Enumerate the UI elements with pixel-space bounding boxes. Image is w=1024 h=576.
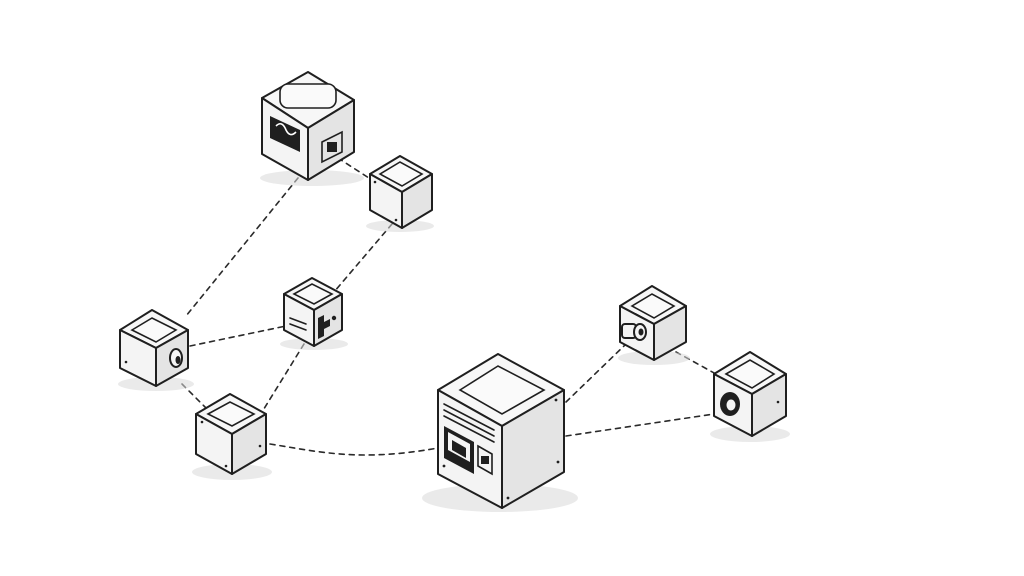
server-panel-icon	[443, 403, 495, 476]
node-top[interactable]	[260, 71, 364, 186]
edge-lowerleft-to-main	[269, 443, 439, 456]
monitor-port-icon	[270, 116, 343, 164]
node-main-server[interactable]	[422, 353, 578, 512]
node-right-lower[interactable]	[710, 351, 790, 442]
node-lower-left[interactable]	[192, 393, 272, 480]
edge-main-to-right-lower	[565, 413, 715, 437]
edge-right-upper-to-right-lower	[675, 351, 717, 375]
node-left[interactable]	[118, 309, 194, 391]
node-middle[interactable]	[280, 277, 348, 350]
edge-middle-to-lowerleft	[261, 343, 305, 413]
edge-main-to-right-upper	[565, 343, 627, 403]
edges	[181, 157, 717, 456]
connector-icon	[169, 348, 183, 368]
edge-left-to-middle	[189, 325, 287, 347]
edge-small-to-middle	[333, 223, 393, 293]
edge-top-to-small	[337, 157, 373, 181]
node-top-right-small[interactable]	[366, 155, 434, 232]
edge-top-to-left	[185, 177, 299, 317]
lens-icon	[621, 323, 647, 341]
node-right-upper[interactable]	[618, 285, 690, 365]
speaker-icon	[720, 392, 740, 416]
plug-icon	[289, 315, 337, 339]
